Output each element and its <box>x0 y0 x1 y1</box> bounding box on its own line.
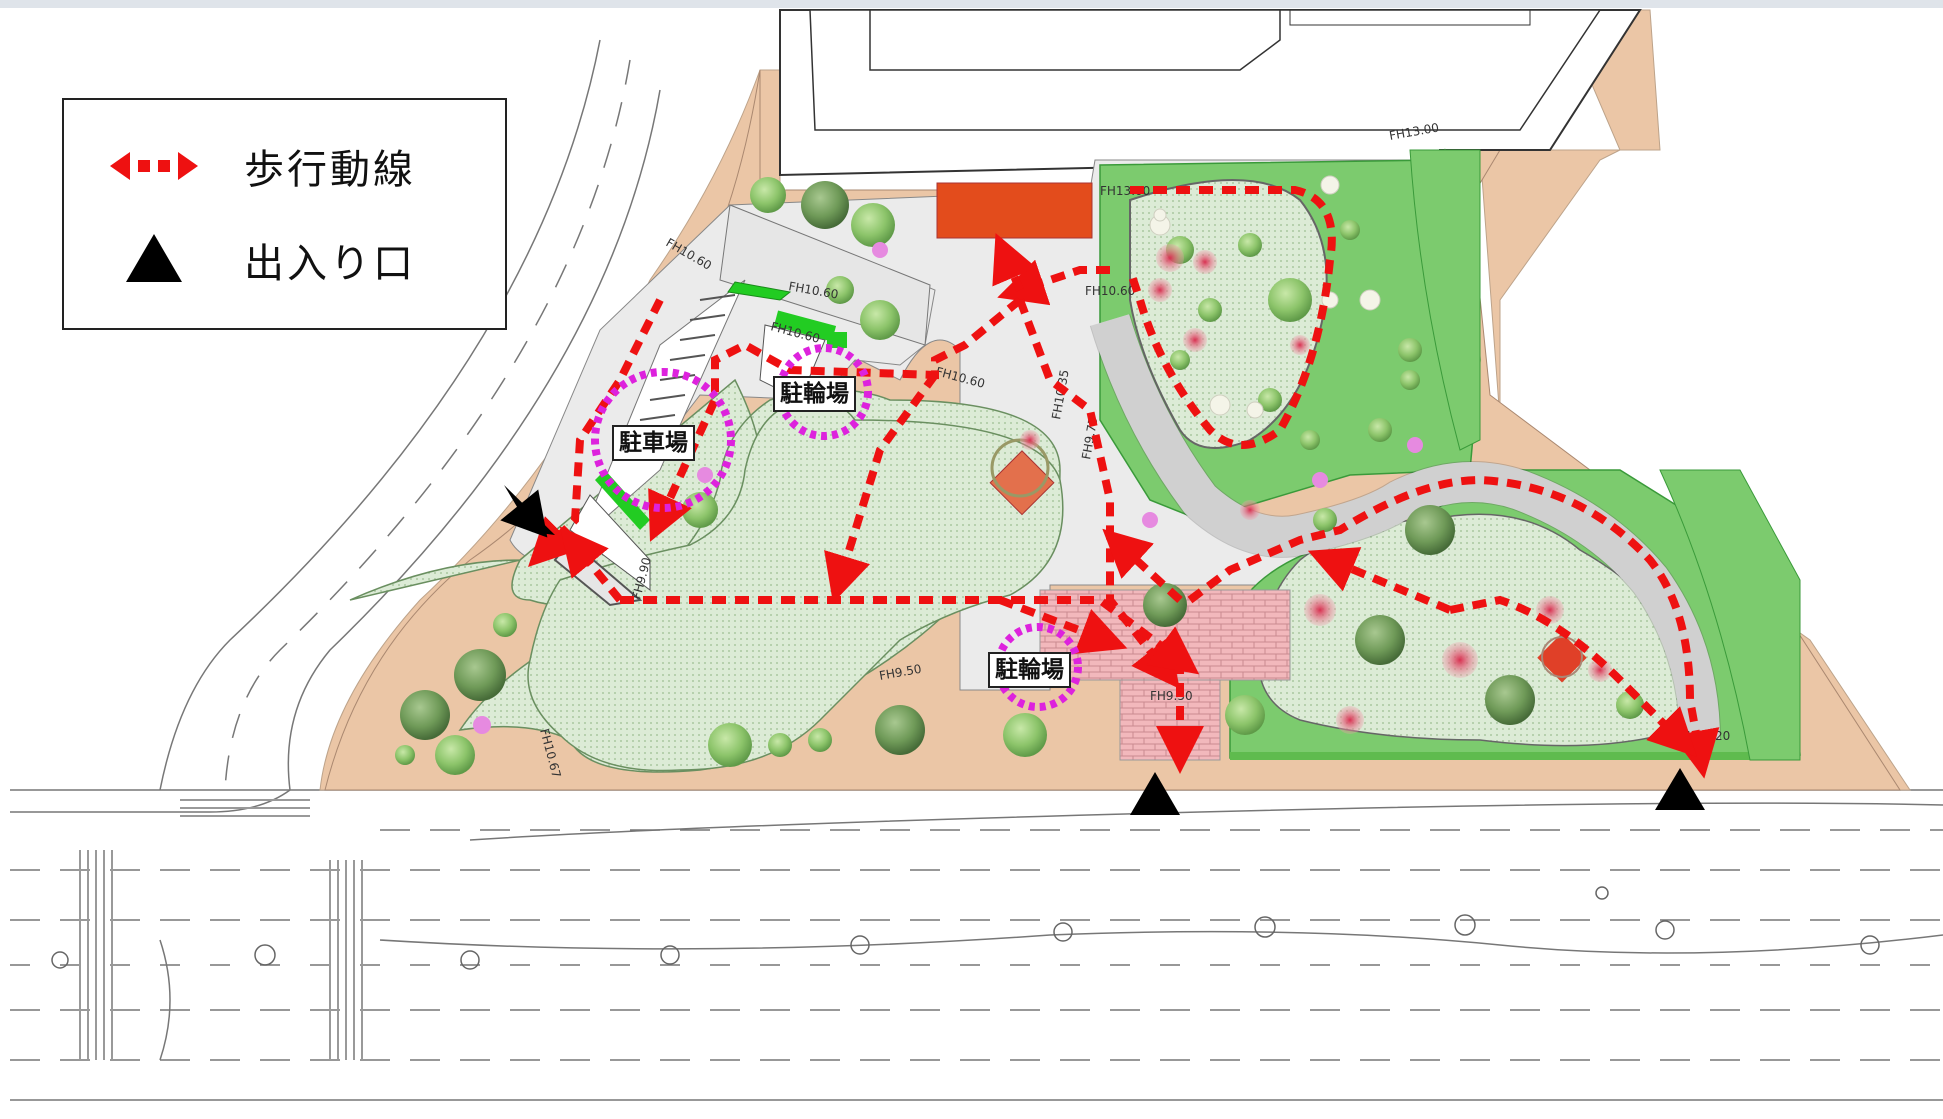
elev-13: FH12.20 <box>1680 729 1730 743</box>
orange-roof-1 <box>936 182 1093 239</box>
entrance-markers <box>500 485 1705 815</box>
road <box>10 789 1943 1101</box>
entrance-triangle-icon <box>104 230 204 290</box>
walk-route-icon <box>104 136 204 196</box>
left-road <box>159 39 661 791</box>
legend-entrance-label: 出入り口 <box>244 241 416 287</box>
label-car-parking: 駐車場 <box>612 425 695 461</box>
shrubs-white <box>1149 175 1381 419</box>
lawn-left-2 <box>527 399 1064 772</box>
entrance-triangle-1b <box>500 489 548 538</box>
orange-pavilion <box>989 450 1055 516</box>
crosswalk <box>79 799 363 1060</box>
legend-walk-row: 歩行動線 <box>104 136 416 196</box>
green-hatch-lower-right <box>1659 469 1801 761</box>
entrance-triangle-3 <box>1655 768 1705 810</box>
header-strip <box>0 0 1943 8</box>
elev-5: FH10.60 <box>1085 284 1135 298</box>
green-hatch-right <box>1409 149 1481 451</box>
entrance-triangle-2 <box>1130 772 1180 815</box>
legend: 歩行動線 出入り口 <box>62 98 507 330</box>
building <box>779 9 1642 177</box>
trees <box>395 177 1644 775</box>
walking-routes <box>528 186 1720 779</box>
green-strip <box>1230 752 1790 760</box>
legend-walk-label: 歩行動線 <box>244 147 416 193</box>
orange-pavilion-2 <box>1537 632 1587 683</box>
label-bike-parking-2: 駐輪場 <box>988 652 1071 688</box>
legend-entrance-row: 出入り口 <box>104 230 416 290</box>
label-bike-parking-1: 駐輪場 <box>773 376 856 412</box>
road-fixtures <box>51 886 1880 970</box>
elev-10: FH9.50 <box>1150 689 1193 703</box>
